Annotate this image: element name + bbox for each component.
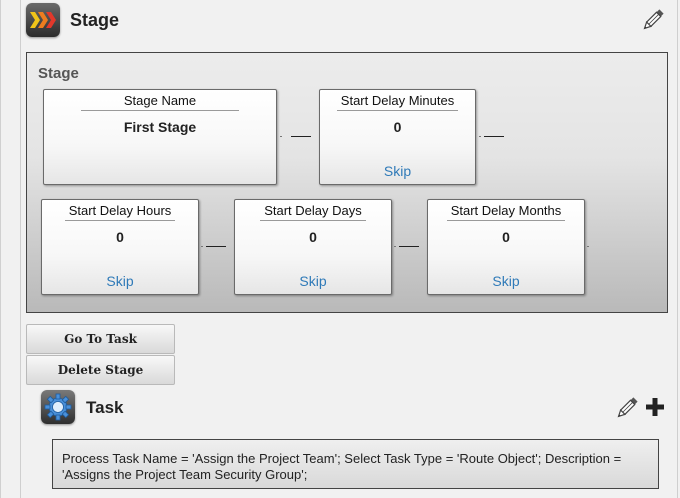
stage-header: Stage xyxy=(26,3,676,37)
connector-line xyxy=(291,136,311,137)
connector-dot xyxy=(280,136,282,137)
left-border xyxy=(0,0,1,498)
pencil-icon[interactable] xyxy=(640,7,666,33)
skip-link[interactable]: Skip xyxy=(106,273,134,289)
start-delay-hours-card[interactable]: Start Delay Hours 0 Skip xyxy=(41,199,199,295)
panel-title: Stage xyxy=(38,65,79,82)
connector-dot xyxy=(201,246,203,247)
go-to-task-button[interactable]: Go To Task xyxy=(26,324,175,354)
connector-line xyxy=(206,246,226,247)
skip-link[interactable]: Skip xyxy=(299,273,327,289)
skip-link[interactable]: Skip xyxy=(383,163,412,179)
stage-section-title: Stage xyxy=(70,10,120,30)
content-border xyxy=(20,0,21,498)
connector-dot xyxy=(479,136,481,137)
task-section-title: Task xyxy=(86,398,124,417)
card-value: 0 xyxy=(502,229,510,245)
start-delay-days-card[interactable]: Start Delay Days 0 Skip xyxy=(234,199,392,295)
card-label: Start Delay Days xyxy=(260,203,366,221)
stage-panel: Stage Stage Name First Stage Start Delay… xyxy=(26,52,668,313)
task-summary: Process Task Name = 'Assign the Project … xyxy=(52,439,659,489)
stage-name-card[interactable]: Stage Name First Stage xyxy=(43,89,277,185)
start-delay-months-card[interactable]: Start Delay Months 0 Skip xyxy=(427,199,585,295)
card-label: Start Delay Hours xyxy=(64,203,176,221)
card-label: Start Delay Months xyxy=(446,203,566,221)
skip-link[interactable]: Skip xyxy=(492,273,520,289)
start-delay-minutes-card[interactable]: Start Delay Minutes 0 Skip xyxy=(319,89,476,185)
card-value: 0 xyxy=(393,119,402,135)
connector-dot xyxy=(394,246,396,247)
stage-name-value: First Stage xyxy=(123,119,197,135)
connector-dot xyxy=(587,246,589,247)
chevrons-icon xyxy=(26,3,60,37)
plus-icon[interactable] xyxy=(644,396,666,418)
card-value: 0 xyxy=(116,229,124,245)
card-label: Stage Name xyxy=(81,93,239,111)
gear-icon xyxy=(41,390,75,424)
pencil-icon[interactable] xyxy=(614,395,640,421)
card-value: 0 xyxy=(309,229,317,245)
connector-line xyxy=(484,136,504,137)
right-border xyxy=(677,0,678,498)
card-label: Start Delay Minutes xyxy=(336,93,459,111)
delete-stage-button[interactable]: Delete Stage xyxy=(26,355,175,385)
connector-line xyxy=(399,246,419,247)
task-header: Task xyxy=(41,390,671,426)
